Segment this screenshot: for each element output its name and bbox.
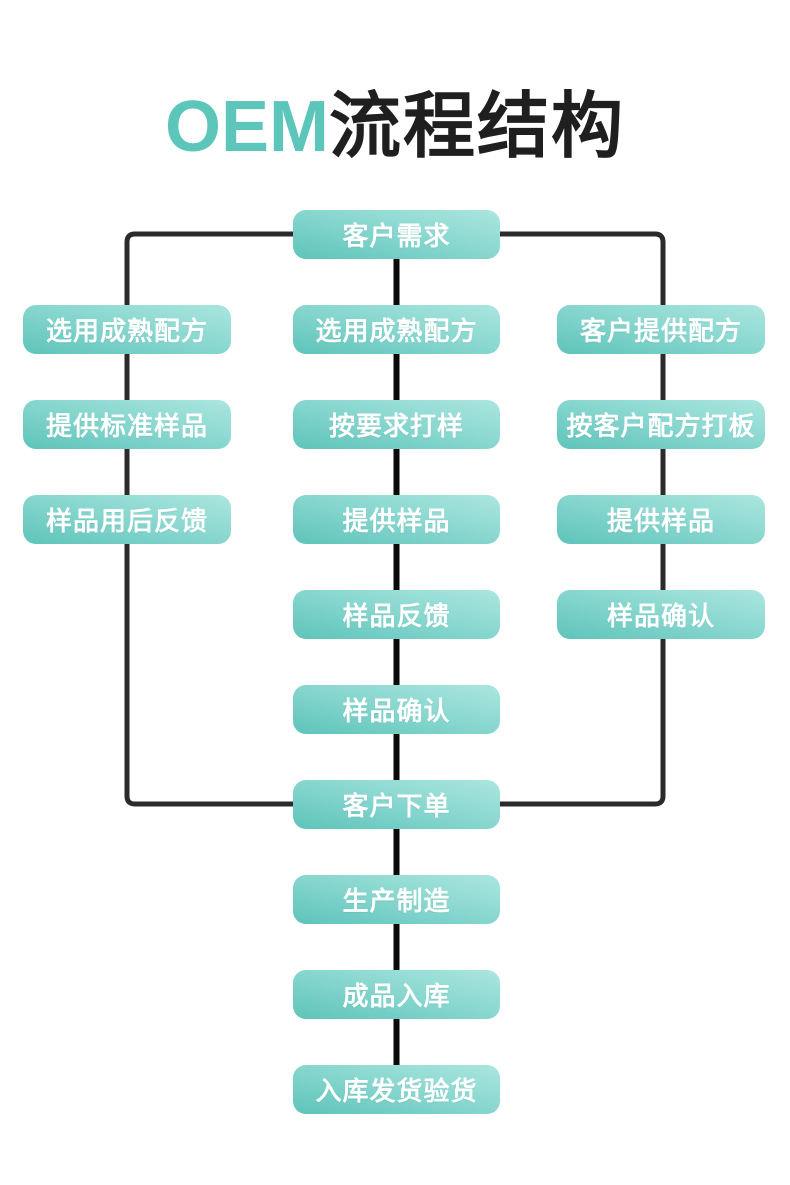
node-sample-confirm-right: 样品确认	[557, 590, 765, 639]
node-customer-provides-formula: 客户提供配方	[557, 305, 765, 354]
node-sample-per-request: 按要求打样	[293, 400, 500, 449]
node-sample-per-customer-formula: 按客户配方打板	[557, 400, 765, 449]
node-finished-goods-storage: 成品入库	[293, 970, 500, 1019]
node-warehouse-ship-inspect: 入库发货验货	[293, 1065, 500, 1114]
node-production-manufacturing: 生产制造	[293, 875, 500, 924]
node-provide-standard-sample: 提供标准样品	[23, 400, 231, 449]
title-rest: 流程结构	[329, 87, 626, 167]
node-select-mature-formula-middle: 选用成熟配方	[293, 305, 500, 354]
node-provide-sample-middle: 提供样品	[293, 495, 500, 544]
node-customer-order: 客户下单	[293, 780, 500, 829]
node-select-mature-formula-left: 选用成熟配方	[23, 305, 231, 354]
node-sample-confirm-middle: 样品确认	[293, 685, 500, 734]
title-accent: OEM	[164, 87, 329, 167]
node-sample-feedback: 样品反馈	[293, 590, 500, 639]
node-customer-requirements: 客户需求	[293, 210, 500, 259]
page-title: OEM流程结构	[0, 87, 790, 167]
node-sample-usage-feedback: 样品用后反馈	[23, 495, 231, 544]
node-provide-sample-right: 提供样品	[557, 495, 765, 544]
